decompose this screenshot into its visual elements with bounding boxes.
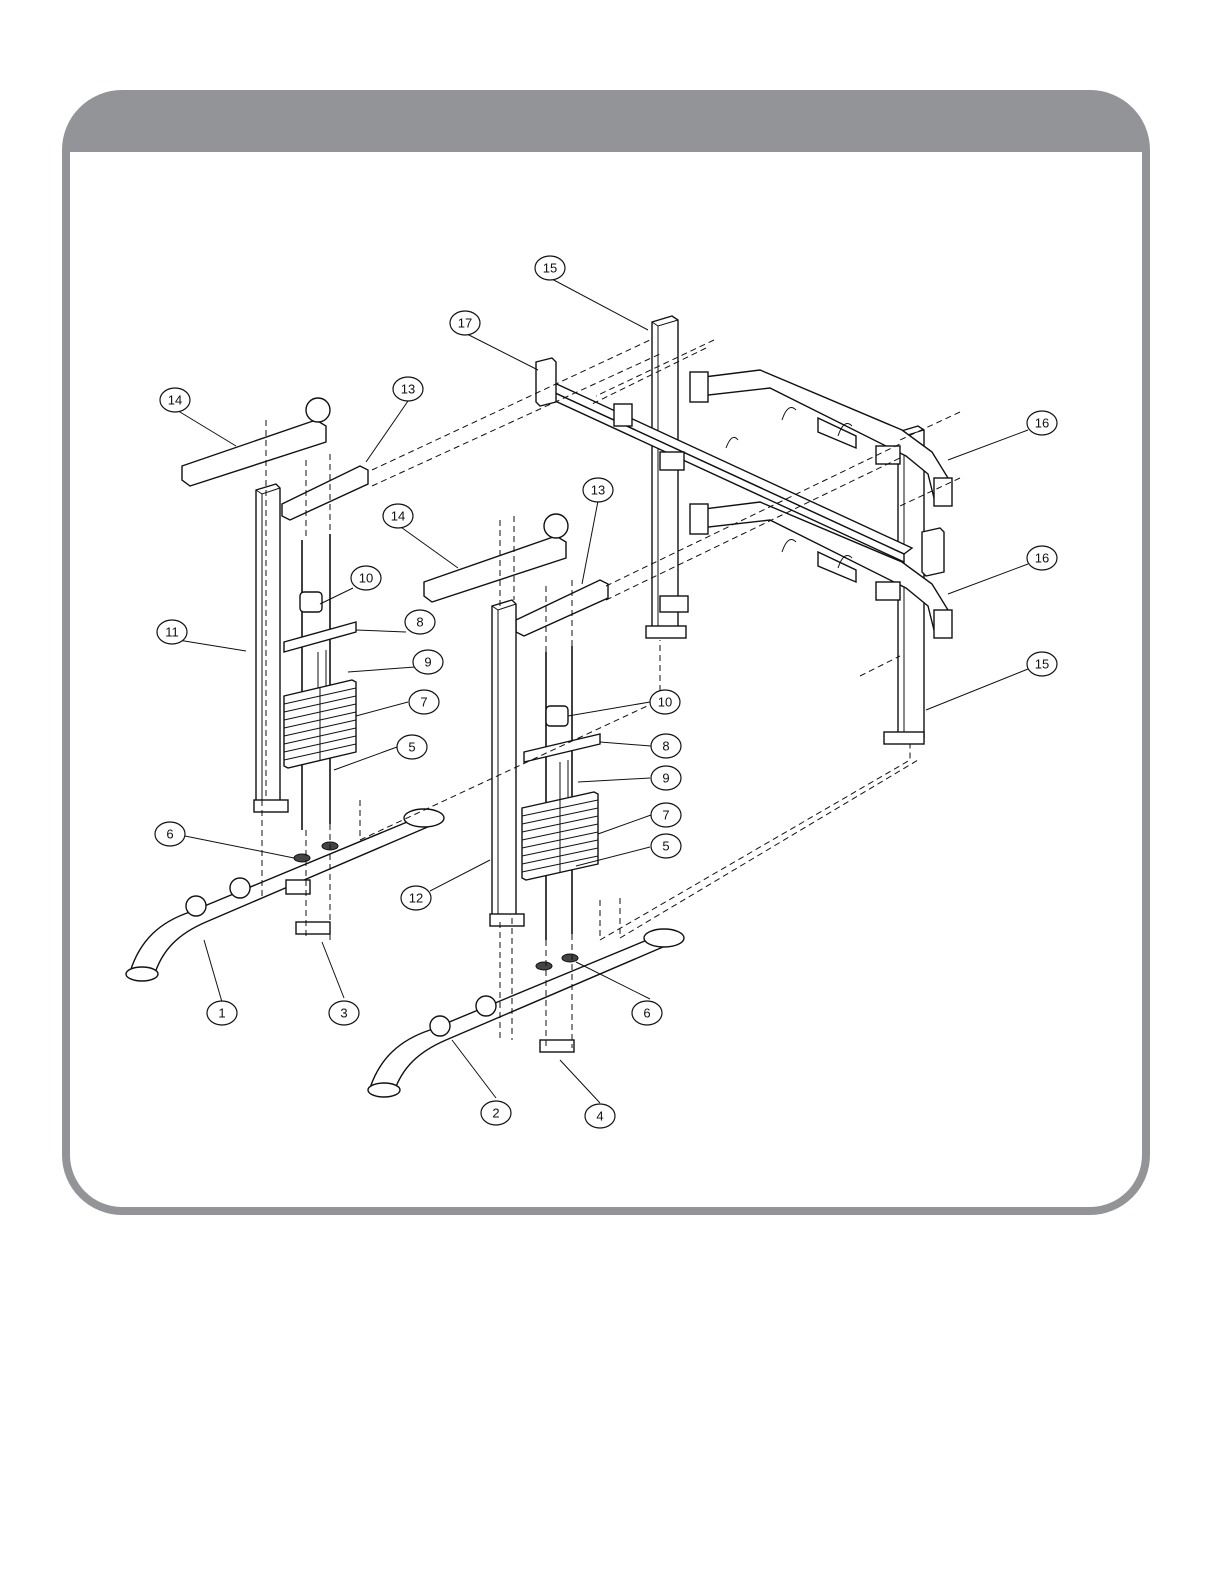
callout-11: 11: [157, 620, 187, 644]
callout-label: 11: [165, 625, 179, 640]
callout-label: 5: [408, 740, 415, 755]
callout-1: 1: [207, 1001, 237, 1025]
rear-frame: [536, 316, 952, 744]
callout-14: 14: [160, 388, 190, 412]
callout-13: 13: [583, 478, 613, 502]
callout-label: 15: [1035, 657, 1049, 672]
left-tower: [182, 398, 368, 830]
callout-label: 13: [591, 483, 605, 498]
callout-9: 9: [651, 766, 681, 790]
callout-12: 12: [401, 886, 431, 910]
callout-8: 8: [405, 610, 435, 634]
callout-13: 13: [393, 377, 423, 401]
callout-15: 15: [1027, 652, 1057, 676]
callout-7: 7: [409, 690, 439, 714]
callout-14: 14: [383, 504, 413, 528]
callout-15: 15: [535, 256, 565, 280]
middle-tower: [424, 514, 608, 940]
callout-label: 10: [658, 695, 672, 710]
callout-9: 9: [413, 650, 443, 674]
callout-label: 7: [662, 808, 669, 823]
callout-6: 6: [155, 822, 185, 846]
callout-4: 4: [585, 1104, 615, 1128]
callout-label: 10: [359, 571, 373, 586]
callout-label: 1: [218, 1006, 225, 1021]
callout-label: 5: [662, 839, 669, 854]
callout-10: 10: [650, 690, 680, 714]
callout-16: 16: [1027, 411, 1057, 435]
callout-8: 8: [651, 734, 681, 758]
callout-label: 3: [340, 1006, 347, 1021]
callout-5: 5: [397, 735, 427, 759]
callout-2: 2: [481, 1101, 511, 1125]
callout-label: 12: [409, 891, 423, 906]
callout-label: 16: [1035, 416, 1049, 431]
callout-label: 14: [391, 509, 405, 524]
callout-label: 15: [543, 261, 557, 276]
callout-label: 7: [420, 695, 427, 710]
callout-label: 9: [662, 771, 669, 786]
callout-6: 6: [632, 1001, 662, 1025]
callout-label: 9: [424, 655, 431, 670]
callout-label: 6: [166, 827, 173, 842]
callout-label: 4: [596, 1109, 603, 1124]
callout-label: 8: [662, 739, 669, 754]
callout-16: 16: [1027, 546, 1057, 570]
callout-3: 3: [329, 1001, 359, 1025]
callout-label: 13: [401, 382, 415, 397]
bases: [126, 809, 684, 1097]
callout-label: 17: [458, 316, 472, 331]
callout-7: 7: [651, 803, 681, 827]
callout-label: 16: [1035, 551, 1049, 566]
callout-10: 10: [351, 566, 381, 590]
callout-label: 14: [168, 393, 182, 408]
callout-17: 17: [450, 311, 480, 335]
callout-5: 5: [651, 834, 681, 858]
callout-label: 6: [643, 1006, 650, 1021]
callout-label: 8: [416, 615, 423, 630]
callout-label: 2: [492, 1106, 499, 1121]
